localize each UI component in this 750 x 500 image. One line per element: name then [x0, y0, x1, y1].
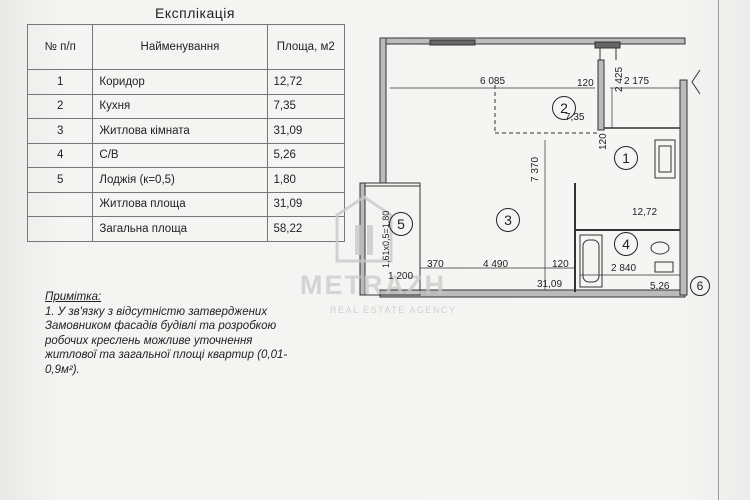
- notes-line: робочих креслень можливе уточнення: [45, 334, 253, 347]
- dimension-label: 1 200: [388, 271, 414, 282]
- table-row: 5 Лоджія (к=0,5) 1,80: [26, 167, 345, 193]
- summary-area: 31,09: [266, 191, 345, 217]
- vent-block: [594, 41, 621, 49]
- bathtub: [579, 234, 603, 288]
- room-area: 1,80: [266, 167, 345, 193]
- dimension-label: 2 840: [611, 263, 637, 274]
- room-name: Житлова кімната: [92, 118, 268, 144]
- watermark-logo: [335, 195, 393, 263]
- notes-line: житлової та загальної площі квартир (0,0…: [45, 349, 288, 361]
- area-label: 12,72: [632, 207, 658, 218]
- room-area: 31,09: [266, 118, 345, 144]
- dimension-label: 120: [577, 78, 594, 89]
- table-row: 1 Коридор 12,72: [26, 69, 345, 95]
- row-number: [26, 191, 94, 217]
- dimension-label: 7 370: [530, 156, 541, 182]
- room-name: Лоджія (к=0,5): [92, 167, 268, 193]
- explication-title: Експлікація: [155, 5, 235, 21]
- area-label: 5,26: [650, 281, 670, 292]
- table-row: 2 Кухня 7,35: [26, 93, 345, 119]
- watermark-tagline: REAL ESTATE AGENCY: [330, 305, 457, 315]
- dimension-label: 2 175: [624, 76, 650, 87]
- area-label: 7,35: [565, 112, 585, 123]
- summary-name: Житлова площа: [92, 191, 268, 217]
- wall-left-upper: [379, 37, 387, 184]
- page-edge: [718, 0, 719, 500]
- explication-table: № п/п Найменування Площа, м2 1 Коридор 1…: [26, 24, 345, 242]
- table-row: Житлова площа 31,09: [26, 191, 345, 217]
- room-name: Коридор: [92, 69, 268, 95]
- summary-name: Загальна площа: [92, 216, 268, 242]
- wall-right: [679, 79, 688, 296]
- column-header: Площа, м2: [266, 24, 345, 70]
- table-header-row: № п/п Найменування Площа, м2: [26, 24, 345, 70]
- row-number: [26, 216, 94, 242]
- room-number-4: 4: [614, 232, 638, 256]
- row-number: 3: [26, 118, 94, 144]
- table-row: 3 Житлова кімната 31,09: [26, 118, 345, 144]
- cabinet-inner: [658, 145, 672, 173]
- row-number: 2: [26, 93, 94, 119]
- room-number-2: 2: [552, 96, 576, 120]
- notes-line: 1. У зв'язку з відсутністю затверджених: [45, 305, 268, 318]
- room-area: 7,35: [266, 93, 345, 119]
- watermark-brand: METRAZH: [300, 270, 446, 300]
- wall-top: [379, 37, 686, 45]
- dimension-label: 120: [598, 133, 609, 150]
- notes-heading: Примітка:: [45, 291, 102, 303]
- room-area: 5,26: [266, 142, 345, 168]
- notes-block: Примітка: 1. У зв'язку з відсутністю зат…: [45, 290, 345, 377]
- sink: [654, 261, 674, 273]
- room-number-6: 6: [690, 276, 710, 296]
- notes-line: Замовником фасадів будівлі та розробкою: [45, 320, 277, 332]
- room-number-1: 1: [614, 146, 638, 170]
- column-header: № п/п: [26, 24, 94, 70]
- dimension-label: 6 085: [480, 76, 506, 87]
- radiator-top: [429, 39, 476, 46]
- bathtub-inner: [582, 239, 600, 283]
- row-number: 4: [26, 142, 94, 168]
- area-label: 31,09: [537, 279, 563, 290]
- entrance-arrow: [691, 69, 701, 95]
- corridor-cabinet: [654, 139, 676, 179]
- room-area: 12,72: [266, 69, 345, 95]
- notes-line: 0,9м²).: [45, 363, 80, 376]
- summary-area: 58,22: [266, 216, 345, 242]
- dimension-label: 4 490: [483, 259, 509, 270]
- column-header: Найменування: [92, 24, 268, 70]
- room-name: С/В: [92, 142, 268, 168]
- table-row: 4 С/В 5,26: [26, 142, 345, 168]
- dimension-label: 370: [427, 259, 444, 270]
- room-number-3: 3: [496, 208, 520, 232]
- room-number-5: 5: [389, 212, 413, 236]
- kitchen-wall: [597, 59, 605, 131]
- table-row: Загальна площа 58,22: [26, 216, 345, 242]
- toilet: [650, 241, 670, 255]
- row-number: 1: [26, 69, 94, 95]
- dimension-label: 120: [552, 259, 569, 270]
- room-name: Кухня: [92, 93, 268, 119]
- dimension-label: 2 425: [614, 66, 625, 92]
